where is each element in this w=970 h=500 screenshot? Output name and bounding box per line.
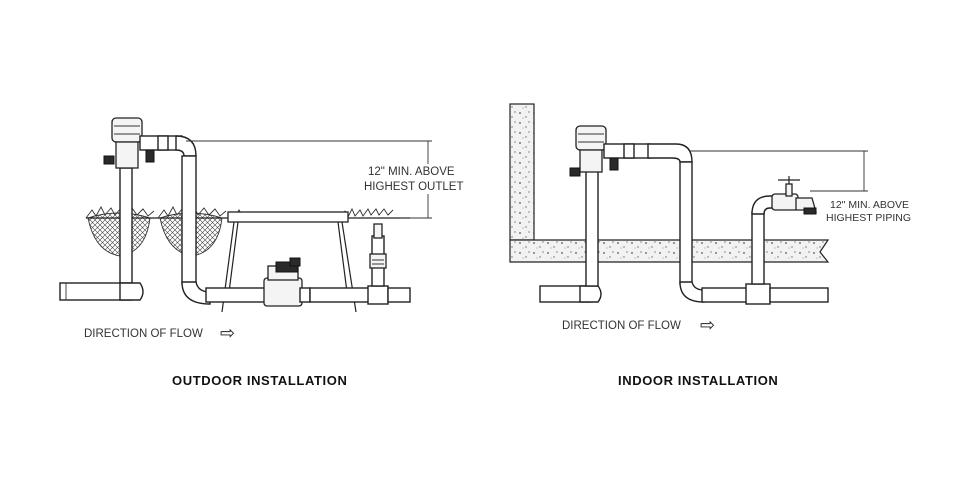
indoor-elbow-inlet [579,285,602,303]
shrub-left [85,206,155,257]
outdoor-installation [59,117,432,313]
indoor-riser-left [585,169,599,287]
grass-tuft [339,207,394,219]
indoor-height-note-line2: HIGHEST PIPING [826,212,911,224]
indoor-elbow-bottom [679,281,705,303]
indoor-flow-label: DIRECTION OF FLOW [562,320,681,332]
flow-arrow-icon: ⇨ [220,323,236,343]
indoor-height-note-line1: 12" MIN. ABOVE [830,199,910,211]
indoor-title: INDOOR INSTALLATION [618,373,779,388]
outdoor-flow-label: DIRECTION OF FLOW [84,328,203,340]
zone-valve [263,257,311,307]
indoor-main-line [701,287,749,303]
riser-pipe-right [181,155,197,285]
flow-arrow-icon: ⇨ [700,315,716,335]
riser-pipe-left [119,167,133,287]
indoor-main-line-end [769,287,829,303]
indoor-riser-right [679,161,693,285]
tee-fitting [367,285,389,305]
indoor-elbow-top [647,143,693,163]
floor-slab [509,239,830,263]
elbow-inlet [119,282,144,301]
faucet-riser [751,211,765,285]
main-line-end [387,287,411,303]
main-line-left [205,287,267,303]
outdoor-height-note-line2: HIGHEST OUTLET [364,181,464,193]
outdoor-title: OUTDOOR INSTALLATION [172,373,348,388]
sprinkler-head [369,223,387,287]
main-line-right [309,287,371,303]
outdoor-height-note-line1: 12" MIN. ABOVE [368,166,455,178]
elbow-outlet-top [175,135,197,157]
indoor-tee [745,283,771,305]
faucet-elbow [751,195,775,215]
hose-bibb-faucet [771,176,817,215]
backflow-preventer-outdoor [103,117,183,169]
wall [509,103,535,241]
backflow-preventer-indoor [569,125,651,177]
indoor-installation [509,103,868,305]
